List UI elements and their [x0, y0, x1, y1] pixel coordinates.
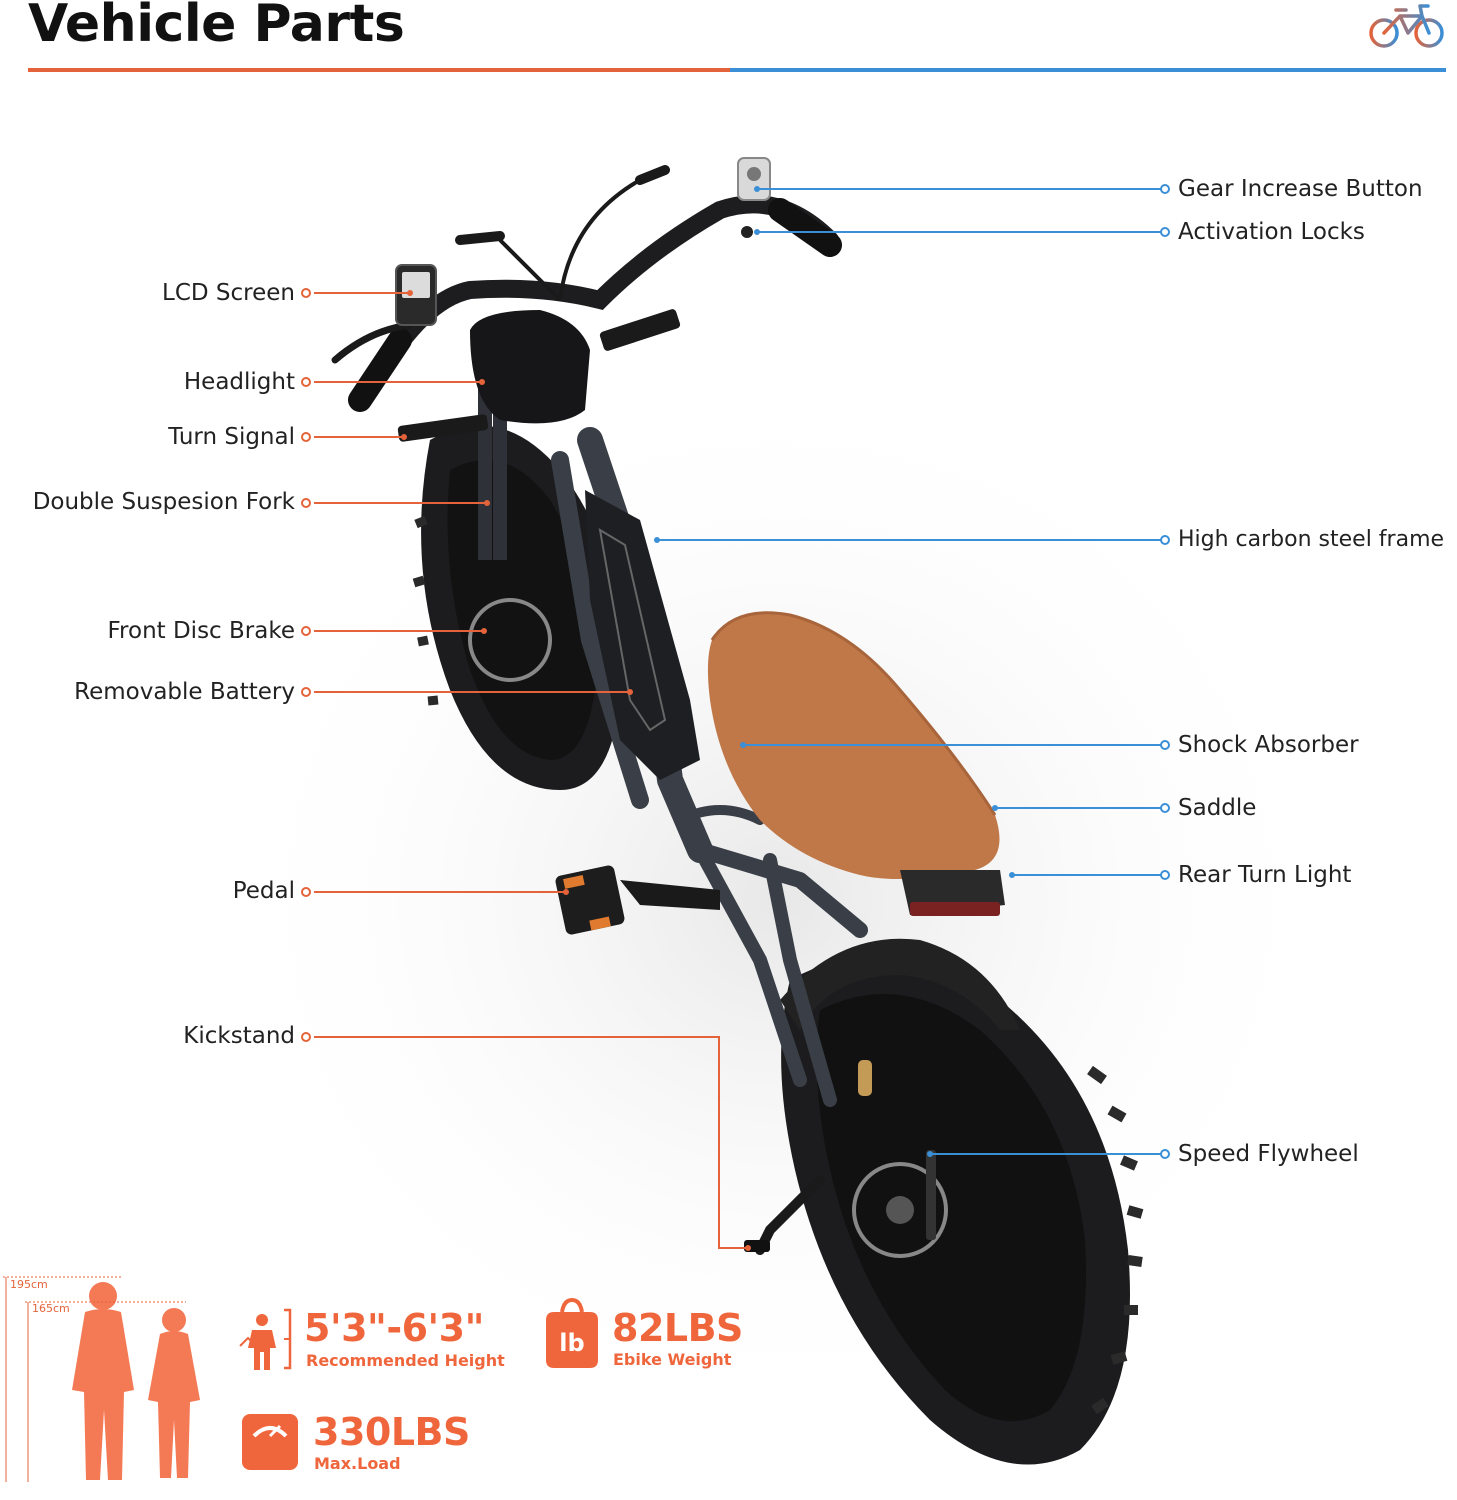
label-activation-locks: Activation Locks	[1178, 219, 1365, 245]
callout-dot	[301, 887, 311, 897]
callout-dot	[1160, 184, 1170, 194]
weight-bag-icon: lb	[559, 1329, 585, 1357]
height-mark-tall: 195cm	[10, 1278, 48, 1291]
label-front-disc-brake: Front Disc Brake	[107, 618, 295, 644]
label-high-carbon-steel-frame: High carbon steel frame	[1178, 527, 1445, 552]
weight-bag-graphic	[546, 1297, 598, 1368]
callout-dot	[1160, 535, 1170, 545]
callout-dot	[301, 1032, 311, 1042]
label-shock-absorber: Shock Absorber	[1178, 732, 1359, 758]
max-load-caption: Max.Load	[314, 1454, 401, 1473]
callout-dot	[1160, 227, 1170, 237]
label-double-suspension-fork: Double Suspesion Fork	[32, 489, 295, 515]
pedal-graphic	[555, 865, 720, 935]
label-turn-signal: Turn Signal	[168, 424, 295, 450]
callout-dot	[301, 687, 311, 697]
label-pedal: Pedal	[232, 878, 295, 904]
header-rule-blue	[730, 68, 1446, 72]
label-saddle: Saddle	[1178, 795, 1257, 821]
callout-dot	[301, 432, 311, 442]
person-icon-graphic	[239, 1308, 292, 1370]
scale-graphic	[242, 1414, 298, 1470]
callout-dot	[301, 498, 311, 508]
callout-dot	[1160, 1149, 1170, 1159]
label-removable-battery: Removable Battery	[74, 679, 295, 705]
height-mark-short: 165cm	[32, 1302, 70, 1315]
ebike-weight-caption: Ebike Weight	[613, 1350, 732, 1369]
recommended-height-value: 5'3"-6'3"	[304, 1306, 484, 1350]
bicycle-icon	[1369, 4, 1444, 48]
label-speed-flywheel: Speed Flywheel	[1178, 1141, 1359, 1167]
label-rear-turn-light: Rear Turn Light	[1178, 862, 1352, 888]
label-kickstand: Kickstand	[183, 1023, 295, 1049]
page-title: Vehicle Parts	[28, 0, 405, 54]
callout-dot	[301, 626, 311, 636]
recommended-height-caption: Recommended Height	[306, 1351, 505, 1370]
callout-dot	[1160, 740, 1170, 750]
label-lcd-screen: LCD Screen	[162, 280, 295, 306]
callout-dot	[301, 377, 311, 387]
callout-dot	[301, 288, 311, 298]
callout-dot	[1160, 870, 1170, 880]
ebike-weight-value: 82LBS	[612, 1306, 743, 1350]
header-rule-orange	[28, 68, 730, 72]
height-silhouettes	[72, 1282, 200, 1480]
max-load-value: 330LBS	[313, 1410, 470, 1454]
label-gear-increase-button: Gear Increase Button	[1178, 176, 1423, 202]
label-headlight: Headlight	[183, 369, 295, 395]
callout-dot	[1160, 803, 1170, 813]
